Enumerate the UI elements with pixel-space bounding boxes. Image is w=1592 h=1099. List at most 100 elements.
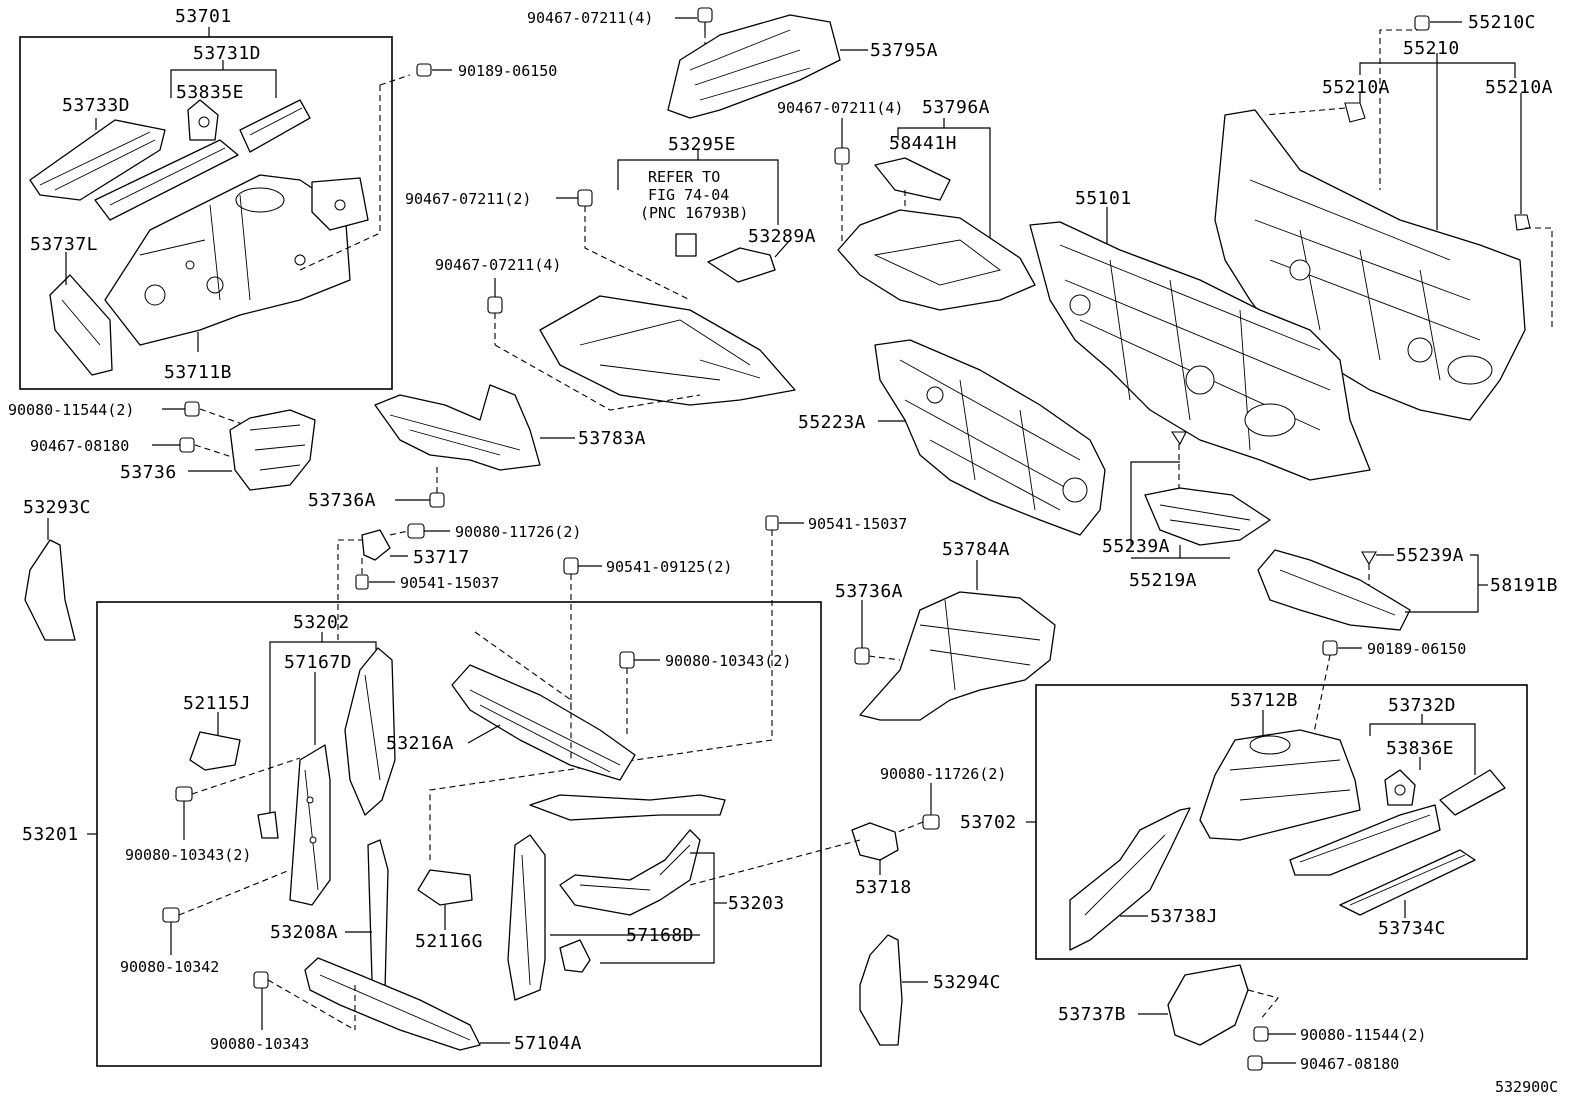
part-53737B[interactable]: [1167, 964, 1249, 1046]
fastener-90467-08180-a[interactable]: [152, 437, 195, 453]
label-90467-07211-2: 90467-07211(2): [405, 190, 531, 208]
label-refer-line2: FIG 74-04: [648, 186, 729, 204]
fastener-90467-07211-left[interactable]: [487, 278, 503, 314]
fastener-55239A-b[interactable]: [1361, 551, 1377, 566]
part-53294C[interactable]: [859, 934, 903, 1046]
part-53784A-assembly: [854, 560, 1056, 721]
label-90541-15037-a: 90541-15037: [400, 574, 499, 592]
part-53796A[interactable]: [837, 209, 1036, 311]
fastener-90080-10343[interactable]: [253, 971, 269, 1030]
fastener-90080-11726-b[interactable]: [922, 783, 940, 830]
label-90080-10343-2-a: 90080-10343(2): [665, 652, 791, 670]
part-52115J[interactable]: [189, 731, 241, 771]
part-53712B[interactable]: [1199, 729, 1361, 841]
part-53795A[interactable]: [667, 14, 841, 119]
label-53701: 53701: [175, 6, 232, 27]
group-53701-frame: [19, 36, 393, 390]
label-57167D: 57167D: [284, 652, 352, 673]
fastener-90080-11544-a[interactable]: [162, 401, 200, 417]
fastener-90080-11544-b[interactable]: [1253, 1026, 1296, 1042]
label-58191B: 58191B: [1490, 575, 1558, 596]
label-53796A: 53796A: [922, 97, 990, 118]
part-53203-upper[interactable]: [529, 794, 726, 821]
part-53203-lower[interactable]: [559, 829, 701, 916]
label-53835E: 53835E: [176, 82, 244, 103]
part-53216A[interactable]: [451, 664, 636, 781]
label-90080-10342: 90080-10342: [120, 958, 219, 976]
part-57104A[interactable]: [304, 957, 481, 1051]
label-55239A-a: 55239A: [1102, 536, 1170, 557]
part-53295E[interactable]: [539, 295, 796, 406]
part-55219A-assembly: [1130, 431, 1271, 559]
fastener-90080-10342[interactable]: [162, 907, 180, 955]
part-53717-assembly: [337, 523, 450, 640]
label-53733D: 53733D: [62, 95, 130, 116]
label-53718: 53718: [855, 877, 912, 898]
part-52116G[interactable]: [417, 869, 473, 906]
fastener-90541-15037-b[interactable]: [765, 515, 804, 531]
label-90189-06150-b: 90189-06150: [1367, 640, 1466, 658]
fastener-90189-06150-a[interactable]: [416, 63, 452, 77]
part-53738J[interactable]: [1069, 807, 1191, 951]
label-90080-10343: 90080-10343: [210, 1035, 309, 1053]
part-58191B[interactable]: [1257, 549, 1411, 631]
part-53289A[interactable]: [707, 247, 776, 283]
fastener-90467-07211-mid[interactable]: [834, 118, 850, 165]
part-58441H[interactable]: [874, 157, 951, 201]
label-refer-line1: REFER TO: [648, 168, 720, 186]
part-53732D[interactable]: [1439, 769, 1506, 816]
fastener-90467-07211-2[interactable]: [556, 189, 593, 207]
part-53293C[interactable]: [24, 539, 76, 641]
part-53783A[interactable]: [374, 384, 541, 471]
part-53795A-assembly: [667, 7, 868, 119]
fastener-90541-09125[interactable]: [563, 557, 602, 575]
part-53784A[interactable]: [859, 591, 1056, 721]
label-57168D: 57168D: [626, 925, 694, 946]
label-refer-line3: (PNC 16793B): [640, 204, 748, 222]
fastener-90541-15037-a[interactable]: [355, 574, 395, 590]
part-53737L[interactable]: [49, 274, 113, 376]
part-53783A-assembly: [152, 384, 575, 508]
fastener-55210A-left[interactable]: [1344, 102, 1366, 123]
part-53718-assembly: [851, 783, 940, 875]
fastener-90080-10343-2-a[interactable]: [619, 651, 660, 669]
fastener-55210C[interactable]: [1414, 15, 1462, 31]
part-53717[interactable]: [361, 529, 391, 561]
fastener-90467-07211-top[interactable]: [675, 7, 713, 32]
part-57167D[interactable]: [344, 647, 396, 816]
part-53202-pillar[interactable]: [289, 744, 331, 906]
label-53784A: 53784A: [942, 539, 1010, 560]
part-57168D[interactable]: [559, 939, 591, 973]
label-90080-11726-2-b: 90080-11726(2): [880, 765, 1006, 783]
fastener-90080-10343-2-b[interactable]: [175, 786, 193, 840]
part-53736[interactable]: [229, 409, 316, 491]
fastener-55210A-right[interactable]: [1514, 93, 1531, 231]
part-53711B[interactable]: [104, 174, 351, 346]
part-53734C[interactable]: [1339, 849, 1476, 916]
diagram-code: 532900C: [1495, 1078, 1558, 1096]
label-53295E: 53295E: [668, 134, 736, 155]
part-53731D-rail[interactable]: [94, 139, 239, 221]
group-53701: [19, 27, 411, 390]
fastener-55239A-a[interactable]: [1170, 431, 1187, 446]
part-53732D-rail[interactable]: [1289, 804, 1441, 876]
fastener-90080-11726-a[interactable]: [407, 523, 450, 539]
label-53736A-b: 53736A: [835, 581, 903, 602]
fastener-90467-08180-b[interactable]: [1247, 1055, 1296, 1071]
part-53202-small[interactable]: [257, 811, 279, 839]
part-55239A-pad[interactable]: [1144, 487, 1271, 546]
label-53293C: 53293C: [23, 497, 91, 518]
fastener-90189-06150-b[interactable]: [1322, 640, 1362, 656]
fastener-53736A-a[interactable]: [395, 492, 445, 508]
part-53796A-assembly: [834, 118, 1036, 311]
part-53718[interactable]: [851, 822, 899, 861]
label-53736: 53736: [120, 462, 177, 483]
part-53731D[interactable]: [239, 99, 311, 153]
part-53733D[interactable]: [29, 119, 166, 201]
part-57168D-pillar[interactable]: [507, 834, 546, 1001]
label-53202: 53202: [293, 612, 350, 633]
part-55223A[interactable]: [874, 339, 1106, 536]
fastener-53736A-b[interactable]: [854, 600, 870, 665]
part-58191B-assembly: [1257, 549, 1488, 631]
